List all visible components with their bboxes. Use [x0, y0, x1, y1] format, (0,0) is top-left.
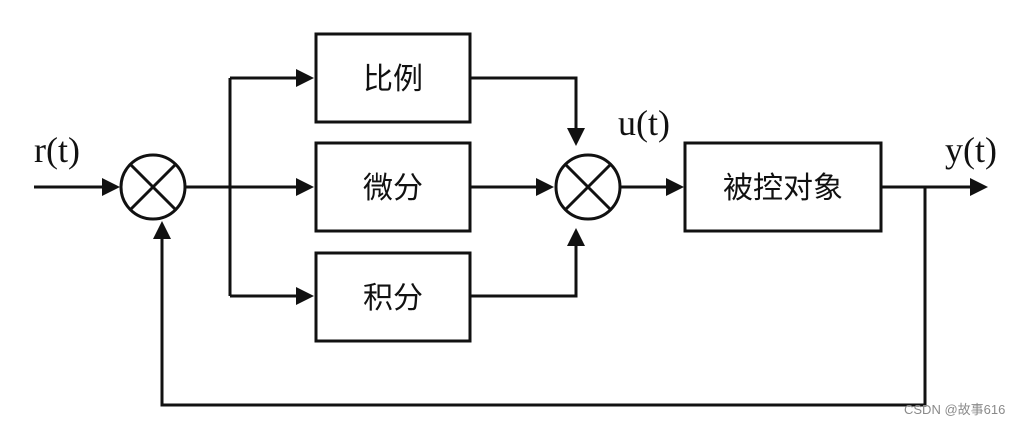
- integral-output-arrow: [567, 228, 585, 246]
- input-arrow: [102, 178, 120, 196]
- proportional-output-arrow: [567, 128, 585, 146]
- plant-label: 被控对象: [723, 171, 843, 206]
- output-signal-label: y(t): [945, 130, 997, 170]
- plant-input-arrow: [666, 178, 684, 196]
- proportional-output-line: [470, 76, 578, 128]
- integral-input-arrow: [296, 287, 314, 305]
- input-signal-label: r(t): [34, 130, 80, 170]
- output-arrow: [970, 178, 988, 196]
- integral-output-line: [470, 246, 578, 298]
- plant-block: 被控对象: [683, 141, 883, 233]
- proportional-block: 比例: [314, 32, 472, 124]
- integral-block: 积分: [314, 251, 472, 343]
- derivative-label: 微分: [363, 171, 423, 206]
- error-summing-junction: [119, 153, 187, 221]
- proportional-label: 比例: [363, 62, 423, 97]
- feedback-arrow: [153, 221, 171, 239]
- control-signal-label: u(t): [618, 103, 670, 143]
- feedback-line: [160, 187, 927, 407]
- derivative-block: 微分: [314, 141, 472, 233]
- watermark-text: CSDN @故事616: [904, 402, 1005, 417]
- derivative-input-arrow: [296, 178, 314, 196]
- integral-label: 积分: [363, 281, 423, 316]
- derivative-output-arrow: [536, 178, 554, 196]
- controller-summing-junction: [554, 153, 622, 221]
- proportional-input-arrow: [296, 69, 314, 87]
